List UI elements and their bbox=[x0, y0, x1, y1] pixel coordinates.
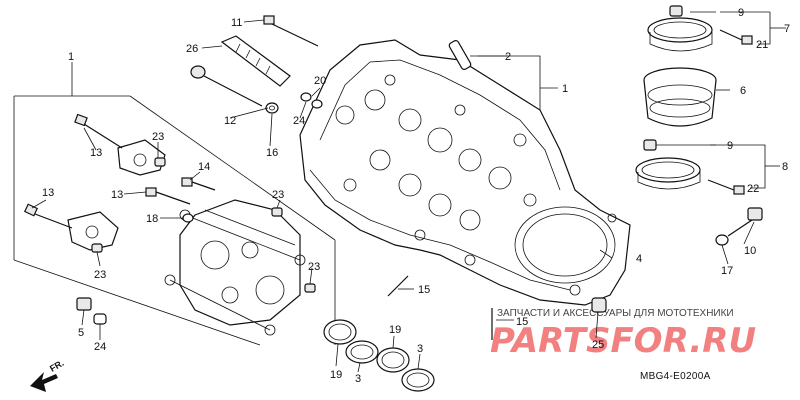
callout-16: 16 bbox=[266, 147, 278, 159]
bolt-21 bbox=[719, 29, 753, 45]
callout-4: 4 bbox=[636, 253, 642, 265]
callouts: 1 1 2 3 3 4 5 6 7 8 9 9 10 11 12 13 13 1… bbox=[42, 7, 790, 385]
group-8-bracket bbox=[710, 144, 780, 189]
callout-24-lower: 24 bbox=[94, 341, 106, 353]
bolt-13-lower bbox=[23, 203, 73, 229]
callout-22: 22 bbox=[747, 183, 759, 195]
nut-5 bbox=[76, 297, 92, 311]
washer-16 bbox=[265, 102, 279, 114]
callout-23-a: 23 bbox=[152, 131, 164, 143]
callout-11: 11 bbox=[231, 17, 242, 29]
callout-1-right: 1 bbox=[562, 83, 568, 95]
holder-upper bbox=[117, 139, 166, 176]
callout-3-left: 3 bbox=[355, 373, 361, 385]
part-20 bbox=[300, 92, 323, 109]
callout-6: 6 bbox=[740, 85, 746, 97]
callout-8: 8 bbox=[782, 161, 788, 173]
camshaft-holder bbox=[164, 199, 306, 336]
bolt-14 bbox=[181, 177, 216, 191]
leader-lines bbox=[31, 11, 755, 373]
ring-3-left bbox=[345, 340, 379, 364]
callout-23-d: 23 bbox=[308, 261, 320, 273]
callout-1-left: 1 bbox=[68, 51, 74, 63]
callout-23-b: 23 bbox=[272, 189, 284, 201]
bolt-9-top bbox=[669, 5, 683, 17]
callout-19-left: 19 bbox=[330, 369, 342, 381]
diagram-code: MBG4-E0200A bbox=[640, 371, 711, 382]
callout-7: 7 bbox=[784, 23, 790, 35]
bolt-13-upper bbox=[74, 113, 123, 149]
part-18 bbox=[182, 213, 194, 223]
ring-3-right bbox=[401, 368, 435, 392]
callout-15-center: 15 bbox=[418, 284, 430, 296]
watermark-brand: PARTSFOR.RU bbox=[490, 321, 756, 361]
callout-12: 12 bbox=[224, 115, 236, 127]
clamp-8 bbox=[635, 157, 701, 190]
callout-21: 21 bbox=[756, 39, 768, 51]
callout-24-upper: 24 bbox=[293, 115, 305, 127]
callout-14: 14 bbox=[198, 161, 210, 173]
callout-25: 25 bbox=[592, 339, 604, 351]
seal-19-left bbox=[323, 319, 357, 345]
stud-15-center bbox=[387, 275, 409, 297]
callout-13-mid: 13 bbox=[111, 189, 123, 201]
insulator-6 bbox=[643, 67, 717, 127]
cylinder-head bbox=[299, 39, 631, 306]
front-direction-arrow bbox=[30, 372, 58, 392]
group-1-bracket bbox=[13, 62, 336, 346]
bolt-12 bbox=[190, 65, 263, 107]
callout-17: 17 bbox=[721, 265, 733, 277]
callout-3-right: 3 bbox=[417, 343, 423, 355]
callout-9-top: 9 bbox=[738, 7, 744, 19]
dowel-2 bbox=[448, 40, 472, 70]
callout-5: 5 bbox=[78, 327, 84, 339]
group-7-bracket bbox=[720, 11, 786, 45]
direction-label: FR. bbox=[48, 358, 66, 374]
clamp-7 bbox=[647, 17, 713, 52]
holder-lower bbox=[67, 211, 119, 251]
callout-2: 2 bbox=[505, 51, 511, 63]
part-23-items bbox=[91, 157, 316, 293]
part-25 bbox=[591, 297, 607, 313]
callout-23-c: 23 bbox=[94, 269, 106, 281]
callout-18: 18 bbox=[146, 213, 158, 225]
callout-19-right: 19 bbox=[389, 324, 401, 336]
callout-13-lower: 13 bbox=[42, 187, 54, 199]
bolt-22 bbox=[707, 179, 745, 195]
watermark-subtitle: ЗАПЧАСТИ И АКСЕССУАРЫ ДЛЯ МОТОТЕХНИКИ bbox=[497, 308, 734, 319]
callout-10: 10 bbox=[744, 245, 756, 257]
seal-19-right bbox=[376, 347, 410, 373]
sensor-10 bbox=[727, 207, 763, 237]
bolt-9-mid bbox=[643, 139, 657, 151]
callout-26: 26 bbox=[186, 43, 198, 55]
cap-24-lower bbox=[93, 313, 107, 325]
callout-9-mid: 9 bbox=[727, 140, 733, 152]
washer-17 bbox=[715, 234, 729, 246]
bolt-13-mid bbox=[145, 187, 191, 205]
callout-13-upper: 13 bbox=[90, 147, 102, 159]
callout-15-lower: 15 bbox=[516, 316, 528, 328]
spark-plug-26 bbox=[220, 35, 291, 87]
callout-20: 20 bbox=[314, 75, 326, 87]
bolt-11 bbox=[263, 15, 319, 47]
